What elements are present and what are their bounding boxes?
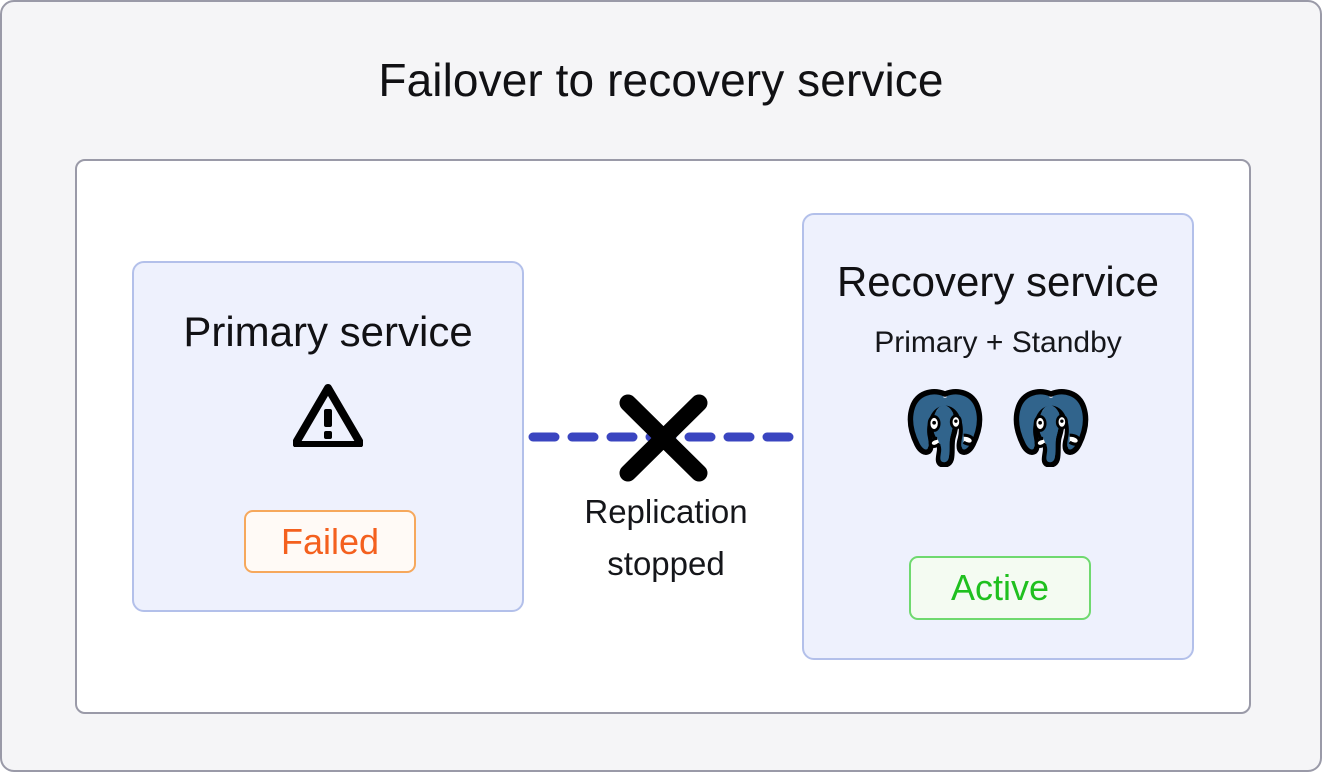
recovery-service-subtitle: Primary + Standby xyxy=(874,326,1122,359)
recovery-service-title: Recovery service xyxy=(836,258,1160,305)
primary-service-box[interactable]: Primary service Failed xyxy=(132,261,524,612)
postgresql-elephant-icon xyxy=(1012,387,1090,468)
warning-triangle-icon xyxy=(292,383,364,449)
postgresql-elephant-icon xyxy=(906,387,984,468)
primary-status-badge: Failed xyxy=(244,510,416,573)
recovery-status-badge: Active xyxy=(909,556,1091,620)
page-title: Failover to recovery service xyxy=(378,54,944,106)
primary-service-title: Primary service xyxy=(183,308,473,355)
replication-label-line2: stopped xyxy=(607,545,725,582)
replication-label-line1: Replication xyxy=(584,493,748,530)
recovery-service-box[interactable]: Recovery service Primary + Standby xyxy=(802,213,1194,660)
postgres-node-row xyxy=(906,387,1090,468)
replication-status-label: Replication stopped xyxy=(532,486,800,590)
